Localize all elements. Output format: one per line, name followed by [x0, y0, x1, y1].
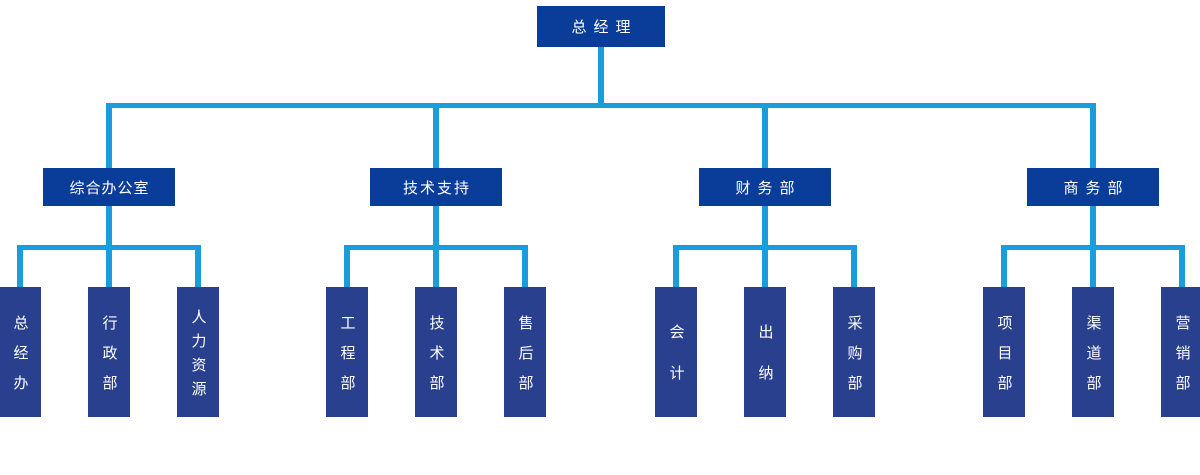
connector-child-drop-2a	[344, 245, 350, 287]
node-tech-support: 技术支持	[370, 168, 502, 206]
node-marketing-dept: 营销部	[1161, 287, 1200, 417]
connector-child-drop-1c	[195, 245, 201, 287]
node-cashier-label: 出纳	[756, 324, 774, 406]
node-admin-dept-label: 行政部	[100, 314, 118, 405]
node-hr-dept-label: 人力资源	[189, 308, 207, 405]
node-aftersales-dept: 售后部	[504, 287, 546, 417]
connector-child-drop-1a	[17, 245, 23, 287]
node-business-dept: 商务部	[1027, 168, 1159, 206]
node-engineering-dept-label: 工程部	[338, 314, 356, 405]
node-business-dept-label: 商务部	[1063, 179, 1130, 197]
connector-parent-drop-2	[433, 206, 439, 250]
connector-child-drop-2b	[433, 245, 439, 287]
node-finance-dept: 财务部	[699, 168, 831, 206]
node-procurement-dept-label: 采购部	[845, 314, 863, 405]
node-general-office-label: 综合办公室	[69, 179, 150, 197]
node-finance-dept-label: 财务部	[735, 179, 802, 197]
node-technology-dept-label: 技术部	[427, 314, 445, 405]
connector-parent-drop-4	[1090, 206, 1096, 250]
connector-parent-drop-3	[762, 206, 768, 250]
node-project-dept: 项目部	[983, 287, 1025, 417]
node-cashier: 出纳	[744, 287, 786, 417]
connector-child-drop-4a	[1001, 245, 1007, 287]
connector-child-drop-4c	[1179, 245, 1185, 287]
node-procurement-dept: 采购部	[833, 287, 875, 417]
node-general-office: 综合办公室	[43, 168, 175, 206]
connector-child-drop-3c	[851, 245, 857, 287]
connector-dept-drop-4	[1090, 103, 1096, 168]
node-project-dept-label: 项目部	[995, 314, 1013, 405]
connector-dept-drop-3	[762, 103, 768, 168]
node-tech-support-label: 技术支持	[402, 179, 471, 197]
node-aftersales-dept-label: 售后部	[516, 314, 534, 405]
connector-child-drop-3a	[673, 245, 679, 287]
node-gm-office: 总经办	[0, 287, 41, 417]
connector-dept-drop-2	[433, 103, 439, 168]
node-general-manager-label: 总经理	[571, 19, 638, 36]
node-accounting: 会计	[655, 287, 697, 417]
connector-parent-drop-1	[106, 206, 112, 250]
connector-main-trunk	[106, 103, 1096, 108]
node-general-manager: 总经理	[537, 6, 665, 47]
node-accounting-label: 会计	[667, 324, 685, 406]
node-marketing-dept-label: 营销部	[1173, 314, 1191, 405]
connector-child-drop-4b	[1090, 245, 1096, 287]
node-channel-dept: 渠道部	[1072, 287, 1114, 417]
node-channel-dept-label: 渠道部	[1084, 314, 1102, 405]
node-engineering-dept: 工程部	[326, 287, 368, 417]
node-admin-dept: 行政部	[88, 287, 130, 417]
connector-child-drop-3b	[762, 245, 768, 287]
node-hr-dept: 人力资源	[177, 287, 219, 417]
connector-child-drop-1b	[106, 245, 112, 287]
node-technology-dept: 技术部	[415, 287, 457, 417]
connector-root-drop	[598, 47, 604, 108]
connector-child-drop-2c	[522, 245, 528, 287]
connector-dept-drop-1	[106, 103, 112, 168]
node-gm-office-label: 总经办	[11, 314, 29, 405]
